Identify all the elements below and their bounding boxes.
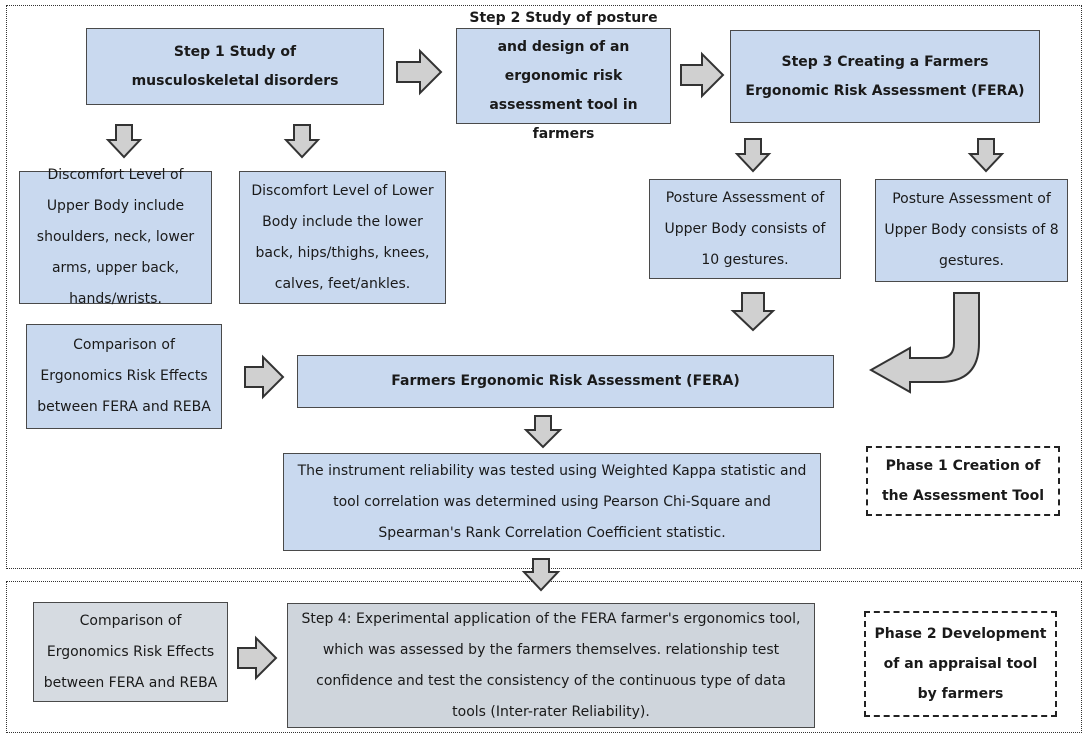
step-1-box: Step 1 Study of musculoskeletal disorder… [86,28,384,105]
upper-body-discomfort-text: Discomfort Level of Upper Body include s… [36,167,195,307]
reliability-text: The instrument reliability was tested us… [297,462,807,541]
fera-box: Farmers Ergonomic Risk Assessment (FERA) [297,355,834,408]
comparison-box-phase2: Comparison of Ergonomics Risk Effects be… [33,602,228,702]
step-2-box: Step 2 Study of posture and design of an… [456,10,671,142]
comparison-text-phase2: Comparison of Ergonomics Risk Effects be… [43,612,218,691]
upper-posture-box: Posture Assessment of Upper Body consist… [649,179,841,279]
comparison-box-phase1: Comparison of Ergonomics Risk Effects be… [26,324,222,429]
upper-body-discomfort-box: Discomfort Level of Upper Body include s… [19,167,212,307]
phase-2-label: Phase 2 Development of an appraisal tool… [864,611,1057,717]
fera-text: Farmers Ergonomic Risk Assessment (FERA) [391,373,740,389]
step-4-box: Step 4: Experimental application of the … [287,603,815,728]
step-2-text: Step 2 Study of posture and design of an… [469,9,658,142]
lower-body-discomfort-box: Discomfort Level of Lower Body include t… [239,171,446,304]
phase-1-label: Phase 1 Creation of the Assessment Tool [866,446,1060,516]
reliability-box: The instrument reliability was tested us… [283,453,821,551]
step-3-box: Step 3 Creating a Farmers Ergonomic Risk… [730,30,1040,123]
phase-1-label-text: Phase 1 Creation of the Assessment Tool [881,458,1045,504]
lower-posture-box: Posture Assessment of Upper Body consist… [875,179,1068,282]
lower-body-discomfort-text: Discomfort Level of Lower Body include t… [251,182,434,292]
lower-posture-text: Posture Assessment of Upper Body consist… [884,191,1059,269]
step-4-text: Step 4: Experimental application of the … [301,610,801,720]
phase-2-label-text: Phase 2 Development of an appraisal tool… [874,626,1047,702]
comparison-text-phase1: Comparison of Ergonomics Risk Effects be… [37,337,211,415]
step-1-text: Step 1 Study of musculoskeletal disorder… [131,43,339,89]
step-3-text: Step 3 Creating a Farmers Ergonomic Risk… [745,53,1025,99]
upper-posture-text: Posture Assessment of Upper Body consist… [664,189,826,268]
